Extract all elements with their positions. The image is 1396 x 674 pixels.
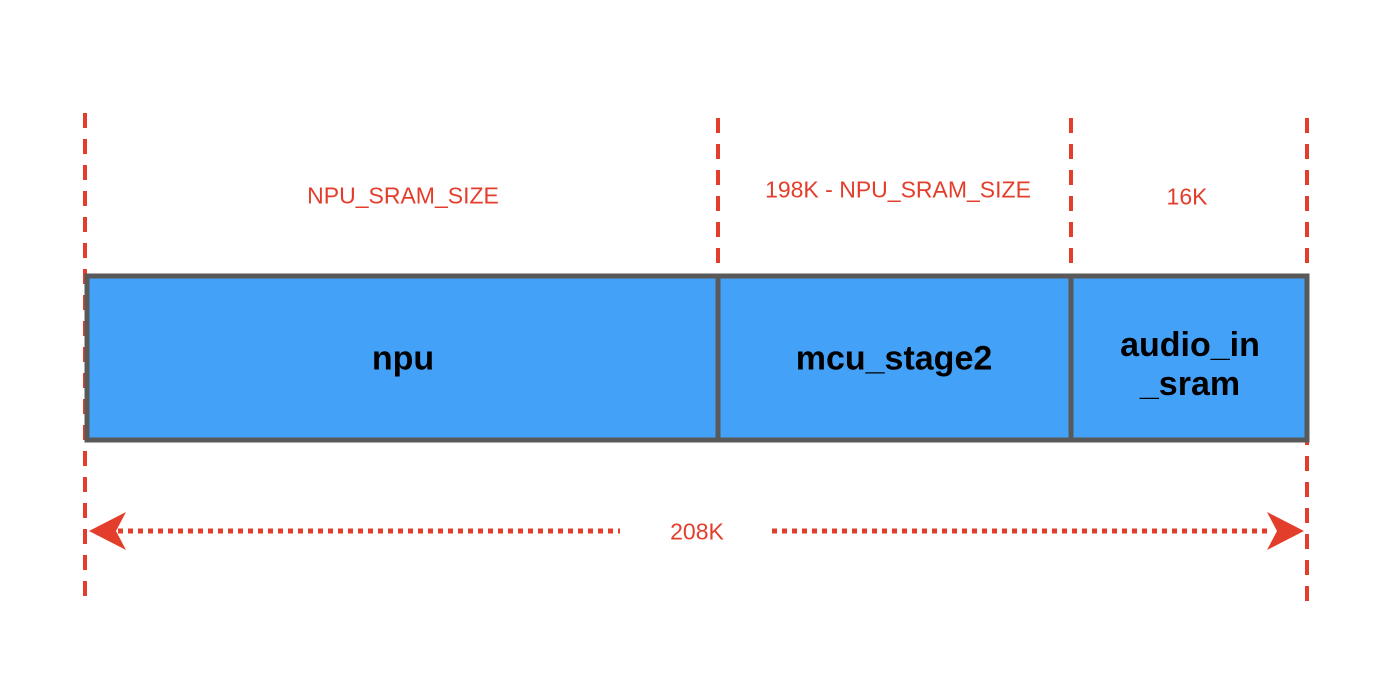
total-size-label: 208K: [666, 518, 728, 546]
segment-mcu-stage2-label: mcu_stage2: [795, 339, 993, 378]
arrowhead-left-icon: [89, 512, 126, 550]
audio-in-sram-size-label: 16K: [1166, 183, 1208, 210]
segment-npu-label: npu: [371, 339, 435, 378]
arrowhead-right-icon: [1267, 512, 1304, 550]
mcu-stage2-size-label: 198K - NPU_SRAM_SIZE: [765, 176, 1031, 203]
segment-audio-in-sram-block: [1068, 273, 1310, 443]
npu-size-label: NPU_SRAM_SIZE: [307, 182, 499, 209]
segment-npu-block: [84, 273, 721, 443]
segment-audio-in-sram-label: audio_in _sram: [1120, 326, 1260, 403]
